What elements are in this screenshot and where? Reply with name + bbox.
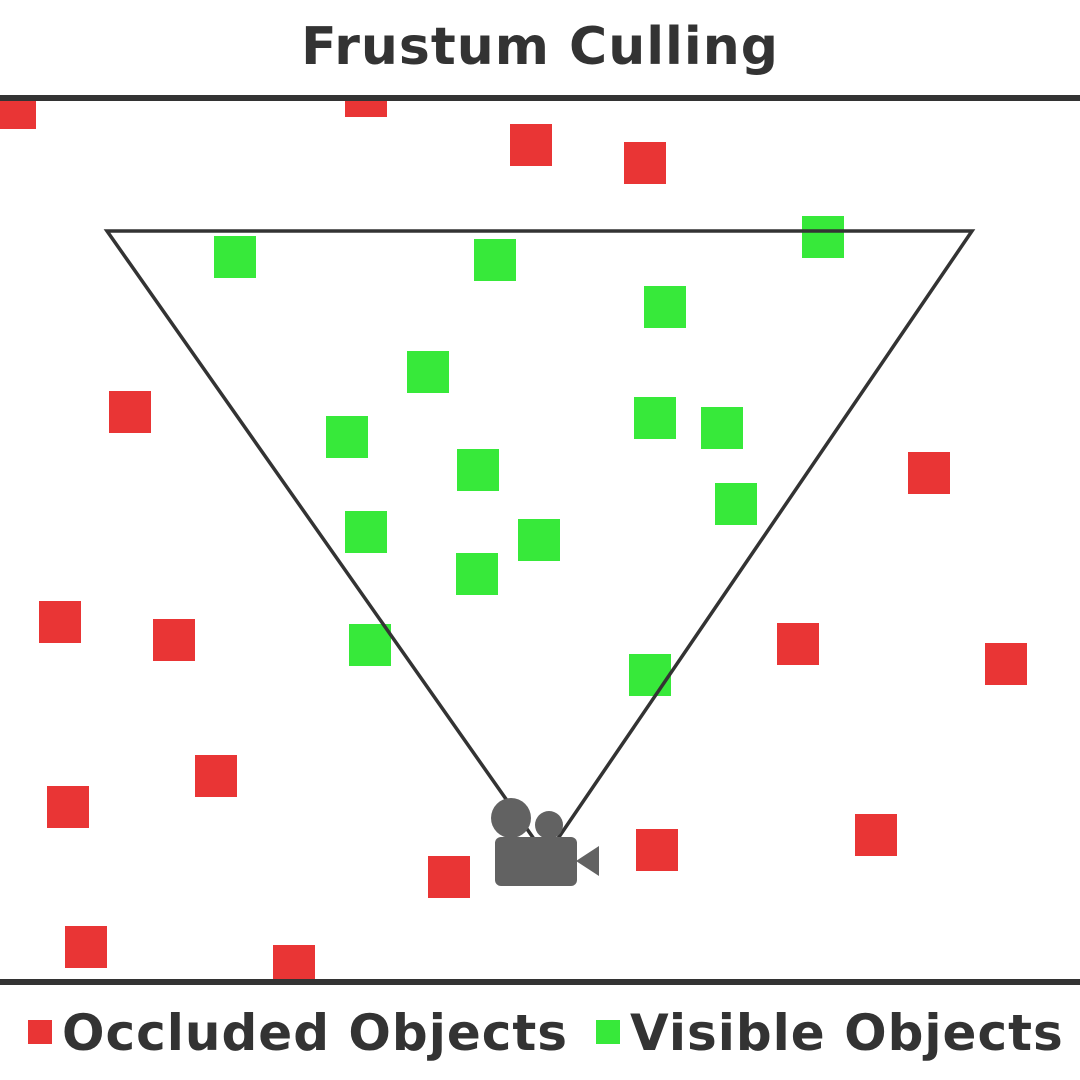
visible-object xyxy=(518,519,560,561)
visible-object xyxy=(629,654,671,696)
legend-label-visible: Visible Objects xyxy=(630,1004,1064,1062)
occluded-object xyxy=(195,755,237,797)
visible-object xyxy=(214,236,256,278)
view-frustum xyxy=(103,229,976,860)
occluded-object xyxy=(777,623,819,665)
movie-camera-icon xyxy=(491,798,599,886)
legend: Occluded Objects Visible Objects xyxy=(0,1000,1080,1070)
visible-object xyxy=(345,511,387,553)
occluded-object xyxy=(39,601,81,643)
visible-object xyxy=(407,351,449,393)
visible-object xyxy=(326,416,368,458)
objects-layer xyxy=(0,101,1027,979)
occluded-object xyxy=(510,124,552,166)
occluded-object xyxy=(855,814,897,856)
visible-object xyxy=(457,449,499,491)
occluded-object xyxy=(985,643,1027,685)
occluded-object xyxy=(273,945,315,979)
occluded-object xyxy=(153,619,195,661)
visible-object xyxy=(349,624,391,666)
occluded-object xyxy=(0,101,36,129)
legend-label-occluded: Occluded Objects xyxy=(62,1004,569,1062)
visible-swatch xyxy=(596,1020,620,1044)
occluded-object xyxy=(428,856,470,898)
page-title: Frustum Culling xyxy=(301,17,779,77)
visible-object xyxy=(474,239,516,281)
occluded-object xyxy=(636,829,678,871)
occluded-object xyxy=(47,786,89,828)
occluded-object xyxy=(908,452,950,494)
occluded-object xyxy=(624,142,666,184)
visible-object xyxy=(715,483,757,525)
visible-object xyxy=(644,286,686,328)
visible-object xyxy=(634,397,676,439)
visible-object xyxy=(456,553,498,595)
occluded-object xyxy=(109,391,151,433)
occluded-object xyxy=(345,101,387,117)
visible-object xyxy=(701,407,743,449)
visible-object xyxy=(802,216,844,258)
occluded-swatch xyxy=(28,1020,52,1044)
occluded-object xyxy=(65,926,107,968)
